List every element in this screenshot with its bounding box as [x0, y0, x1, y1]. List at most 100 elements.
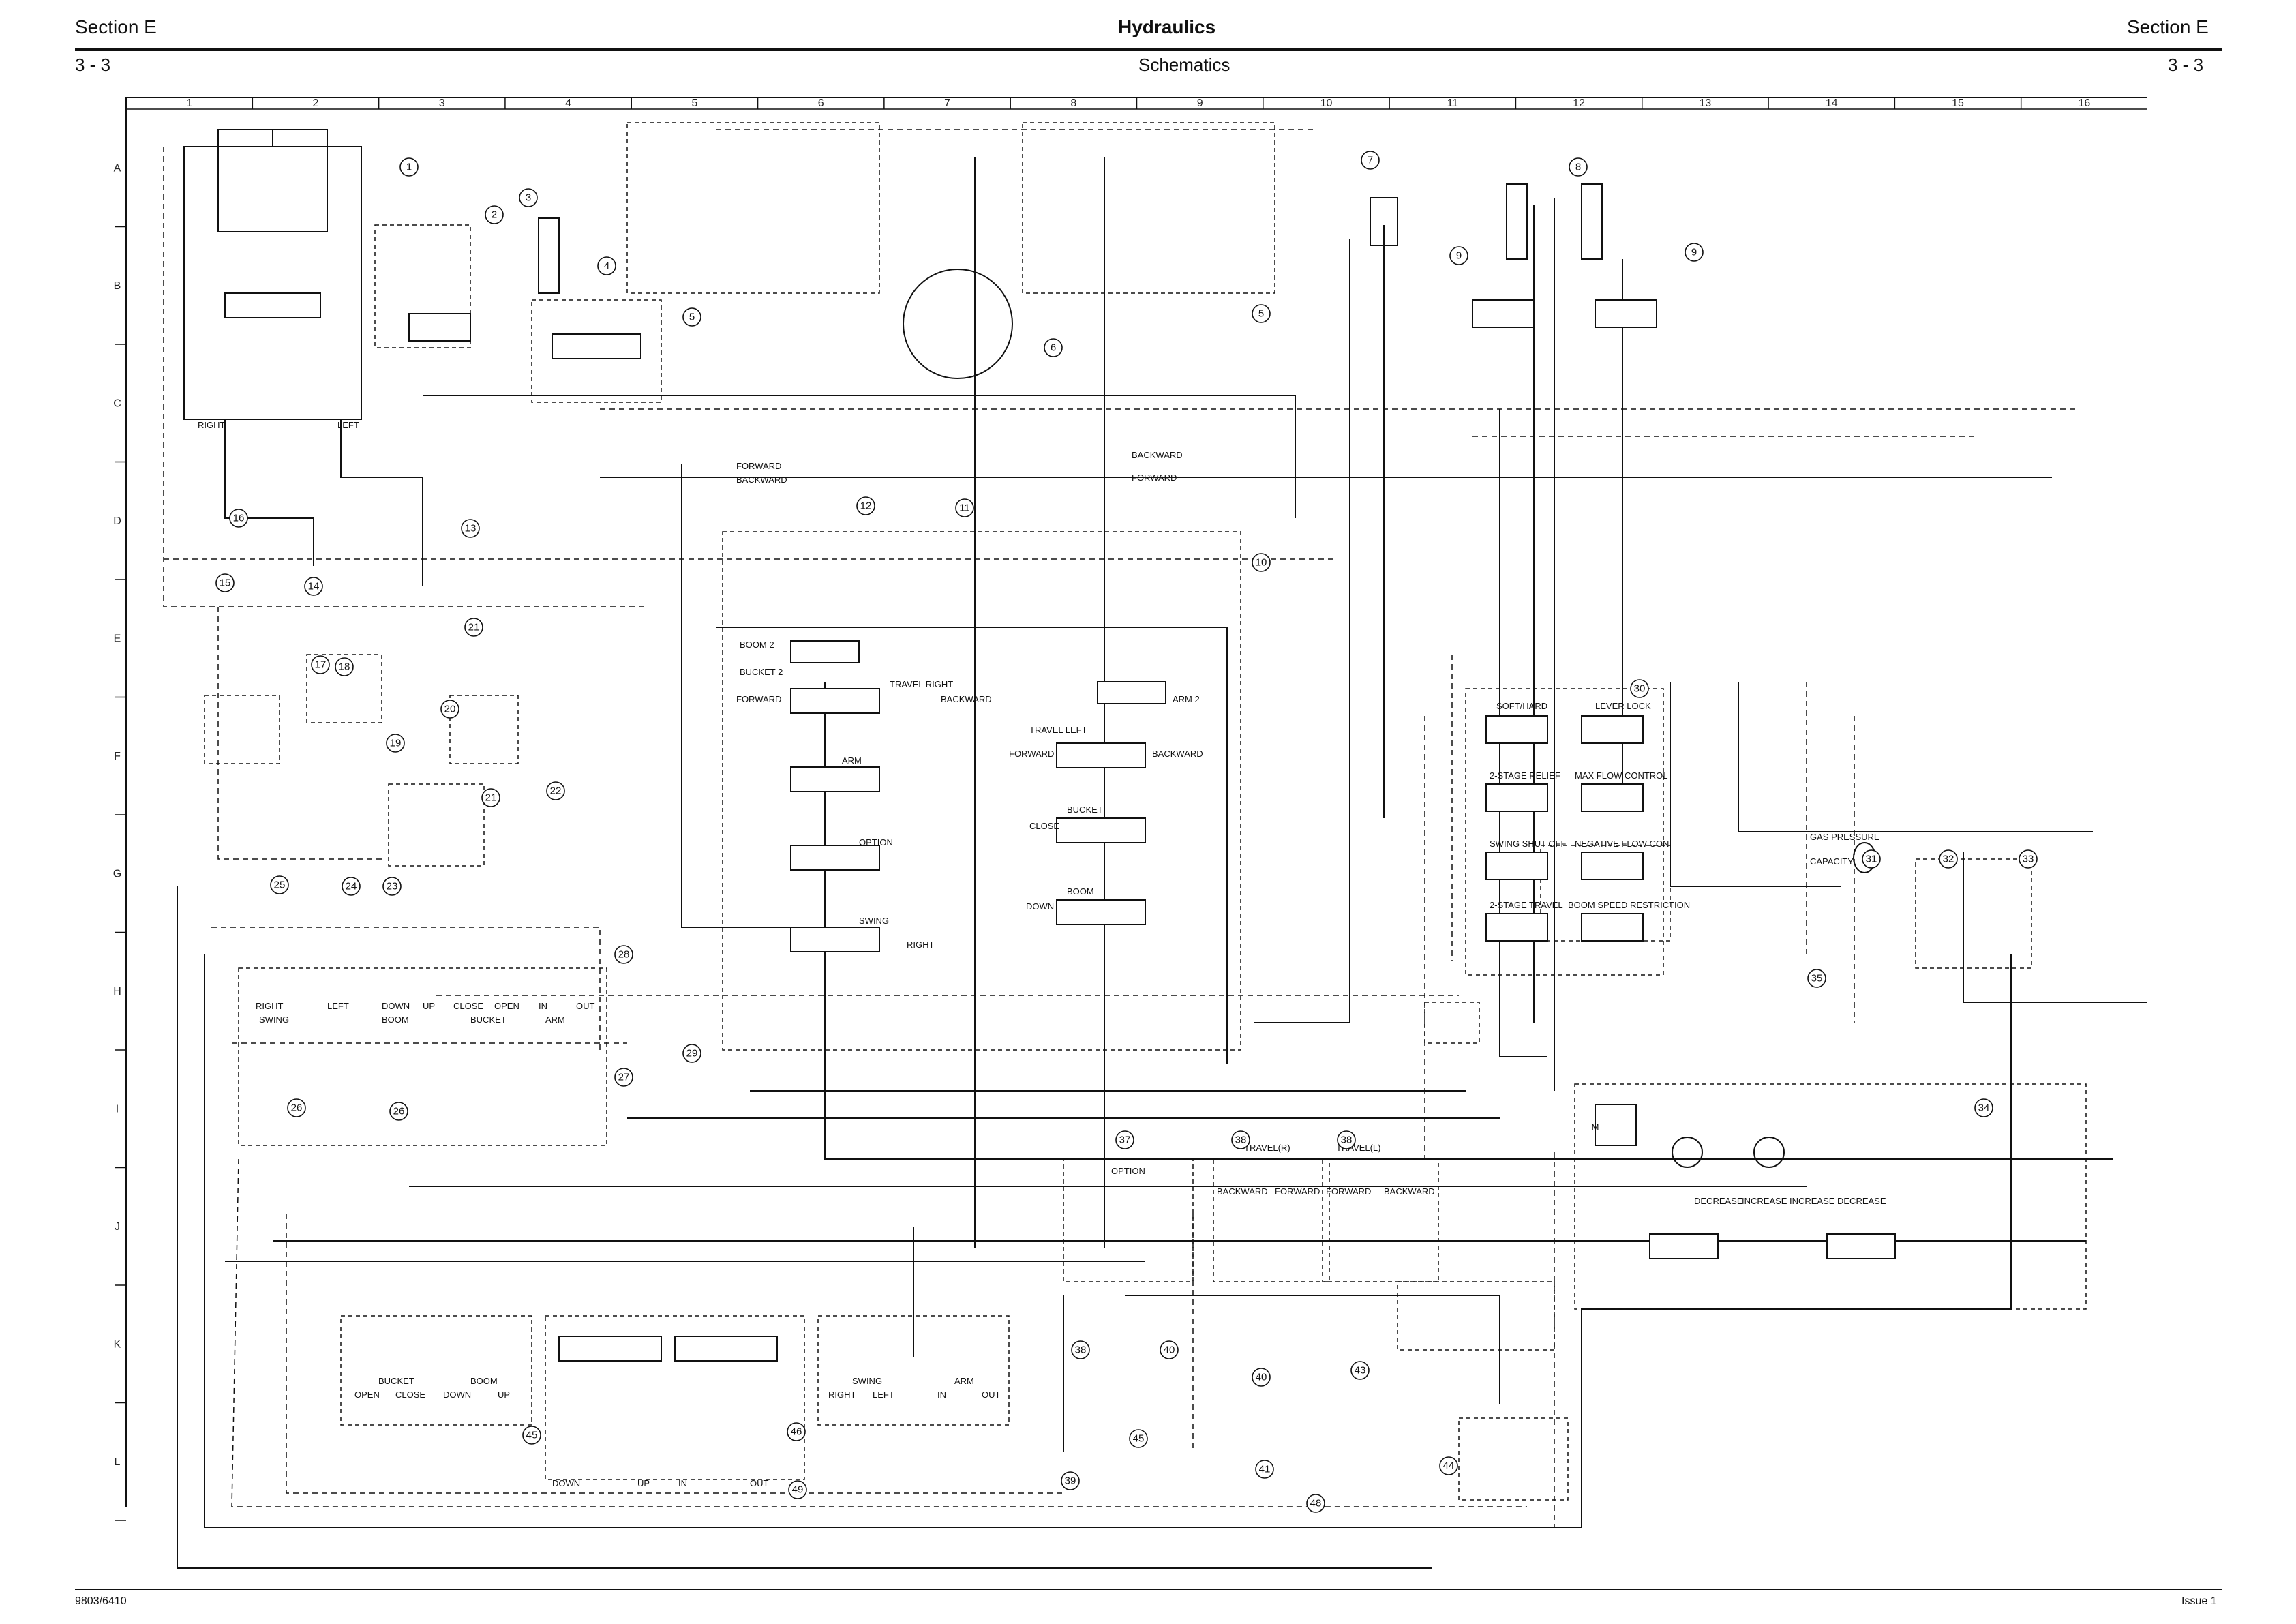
label-out-cyl: OUT — [750, 1478, 769, 1488]
label-right-remote: RIGHT — [828, 1389, 856, 1400]
svg-text:14: 14 — [308, 581, 320, 592]
callout-21: 21 — [481, 788, 500, 807]
label-left: LEFT — [337, 420, 359, 430]
label-close-pilot: CLOSE — [453, 1001, 483, 1011]
label-option-pedal: OPTION — [1111, 1166, 1145, 1176]
callout-7: 7 — [1361, 151, 1380, 170]
grid-column-label: 5 — [691, 97, 697, 109]
callout-9: 9 — [1449, 246, 1468, 265]
label-left-pilot: LEFT — [327, 1001, 349, 1011]
grid-column-label: 4 — [565, 97, 571, 109]
svg-text:49: 49 — [792, 1484, 804, 1496]
label-bucket-valve: BUCKET — [1067, 805, 1103, 815]
svg-text:7: 7 — [1368, 155, 1373, 166]
label-backward-travel-r: BACKWARD — [736, 475, 787, 485]
callout-16: 16 — [229, 509, 248, 528]
label-boom-2: BOOM 2 — [740, 640, 774, 650]
grid-row-label: D — [113, 515, 121, 527]
grid-row-label: F — [114, 751, 121, 762]
label-up-pilot: UP — [423, 1001, 435, 1011]
label-down-remote: DOWN — [443, 1389, 471, 1400]
callout-32: 32 — [1939, 849, 1958, 869]
callout-26: 26 — [389, 1102, 408, 1121]
callout-37: 37 — [1115, 1130, 1134, 1149]
label-travel-right: TRAVEL RIGHT — [890, 679, 953, 689]
label-down-pilot: DOWN — [382, 1001, 410, 1011]
label-close-valve: CLOSE — [1029, 821, 1059, 831]
svg-text:38: 38 — [1075, 1344, 1087, 1356]
svg-text:5: 5 — [1258, 308, 1264, 320]
label-2-stage-relief: 2-STAGE RELIEF — [1490, 770, 1560, 781]
label-swing-shut-off: SWING SHUT OFF — [1490, 839, 1566, 849]
label-open-pilot: OPEN — [494, 1001, 519, 1011]
callout-22: 22 — [546, 781, 565, 800]
svg-text:43: 43 — [1355, 1365, 1366, 1377]
callout-2: 2 — [485, 205, 504, 224]
label-travel-r-pedal: TRAVEL(R) — [1244, 1143, 1290, 1153]
callout-46: 46 — [787, 1422, 806, 1441]
label-gas-pressure: GAS PRESSURE — [1810, 832, 1880, 842]
svg-text:35: 35 — [1811, 973, 1823, 984]
callout-40: 40 — [1252, 1368, 1271, 1387]
label-in-pilot: IN — [539, 1001, 547, 1011]
callout-17: 17 — [311, 655, 330, 674]
svg-text:38: 38 — [1235, 1134, 1247, 1146]
label-left-remote: LEFT — [873, 1389, 894, 1400]
svg-text:34: 34 — [1978, 1102, 1990, 1114]
svg-text:44: 44 — [1443, 1460, 1455, 1472]
label-swing-valve: SWING — [859, 916, 889, 926]
label-open-remote: OPEN — [354, 1389, 380, 1400]
svg-text:45: 45 — [526, 1430, 538, 1441]
svg-text:22: 22 — [550, 785, 562, 797]
svg-text:5: 5 — [689, 312, 695, 323]
label-backward-r-pedal: BACKWARD — [1217, 1186, 1268, 1197]
callout-38: 38 — [1231, 1130, 1250, 1149]
callout-40: 40 — [1160, 1340, 1179, 1359]
svg-text:39: 39 — [1065, 1475, 1076, 1487]
svg-text:6: 6 — [1051, 342, 1056, 354]
callout-35: 35 — [1807, 969, 1826, 988]
svg-text:23: 23 — [387, 881, 398, 892]
svg-text:18: 18 — [339, 661, 350, 673]
callout-28: 28 — [614, 945, 633, 964]
callout-19: 19 — [386, 734, 405, 753]
label-capacity: CAPACITY — [1810, 856, 1854, 867]
callout-14: 14 — [304, 577, 323, 596]
callout-23: 23 — [382, 877, 402, 896]
svg-text:40: 40 — [1164, 1344, 1175, 1356]
svg-text:46: 46 — [791, 1426, 802, 1438]
grid-row-label: A — [114, 162, 121, 174]
motor-label: M — [1592, 1122, 1599, 1132]
label-boom-pilot: BOOM — [382, 1014, 409, 1025]
label-out-pilot: OUT — [576, 1001, 595, 1011]
svg-text:16: 16 — [233, 513, 245, 524]
svg-text:15: 15 — [220, 577, 231, 589]
footer-rule — [75, 1589, 2222, 1590]
label-forward-main: FORWARD — [736, 694, 781, 704]
section-label-left: Section E — [75, 16, 157, 37]
svg-text:21: 21 — [485, 792, 497, 804]
label-up-cyl: UP — [637, 1478, 650, 1488]
svg-text:21: 21 — [468, 622, 480, 633]
label-right: RIGHT — [198, 420, 226, 430]
callout-24: 24 — [342, 877, 361, 896]
callout-49: 49 — [788, 1480, 807, 1499]
svg-text:17: 17 — [315, 659, 327, 671]
callout-44: 44 — [1439, 1456, 1458, 1475]
svg-text:8: 8 — [1575, 162, 1581, 173]
grid-column-label: 8 — [1070, 97, 1076, 109]
callout-10: 10 — [1252, 553, 1271, 572]
svg-text:4: 4 — [604, 260, 609, 272]
callout-25: 25 — [270, 875, 289, 894]
svg-text:3: 3 — [526, 192, 531, 204]
callout-18: 18 — [335, 657, 354, 676]
callout-13: 13 — [461, 519, 480, 538]
page-subtitle: Schematics — [1138, 55, 1230, 75]
label-swing-pilot: SWING — [259, 1014, 289, 1025]
label-max-flow-control: MAX FLOW CONTROL — [1575, 770, 1668, 781]
grid-row-label: I — [116, 1103, 119, 1115]
label-backward-travel-left: BACKWARD — [1152, 749, 1203, 759]
control-labels: RIGHT LEFT FORWARD BACKWARD BACKWARD FOR… — [198, 420, 1886, 1488]
